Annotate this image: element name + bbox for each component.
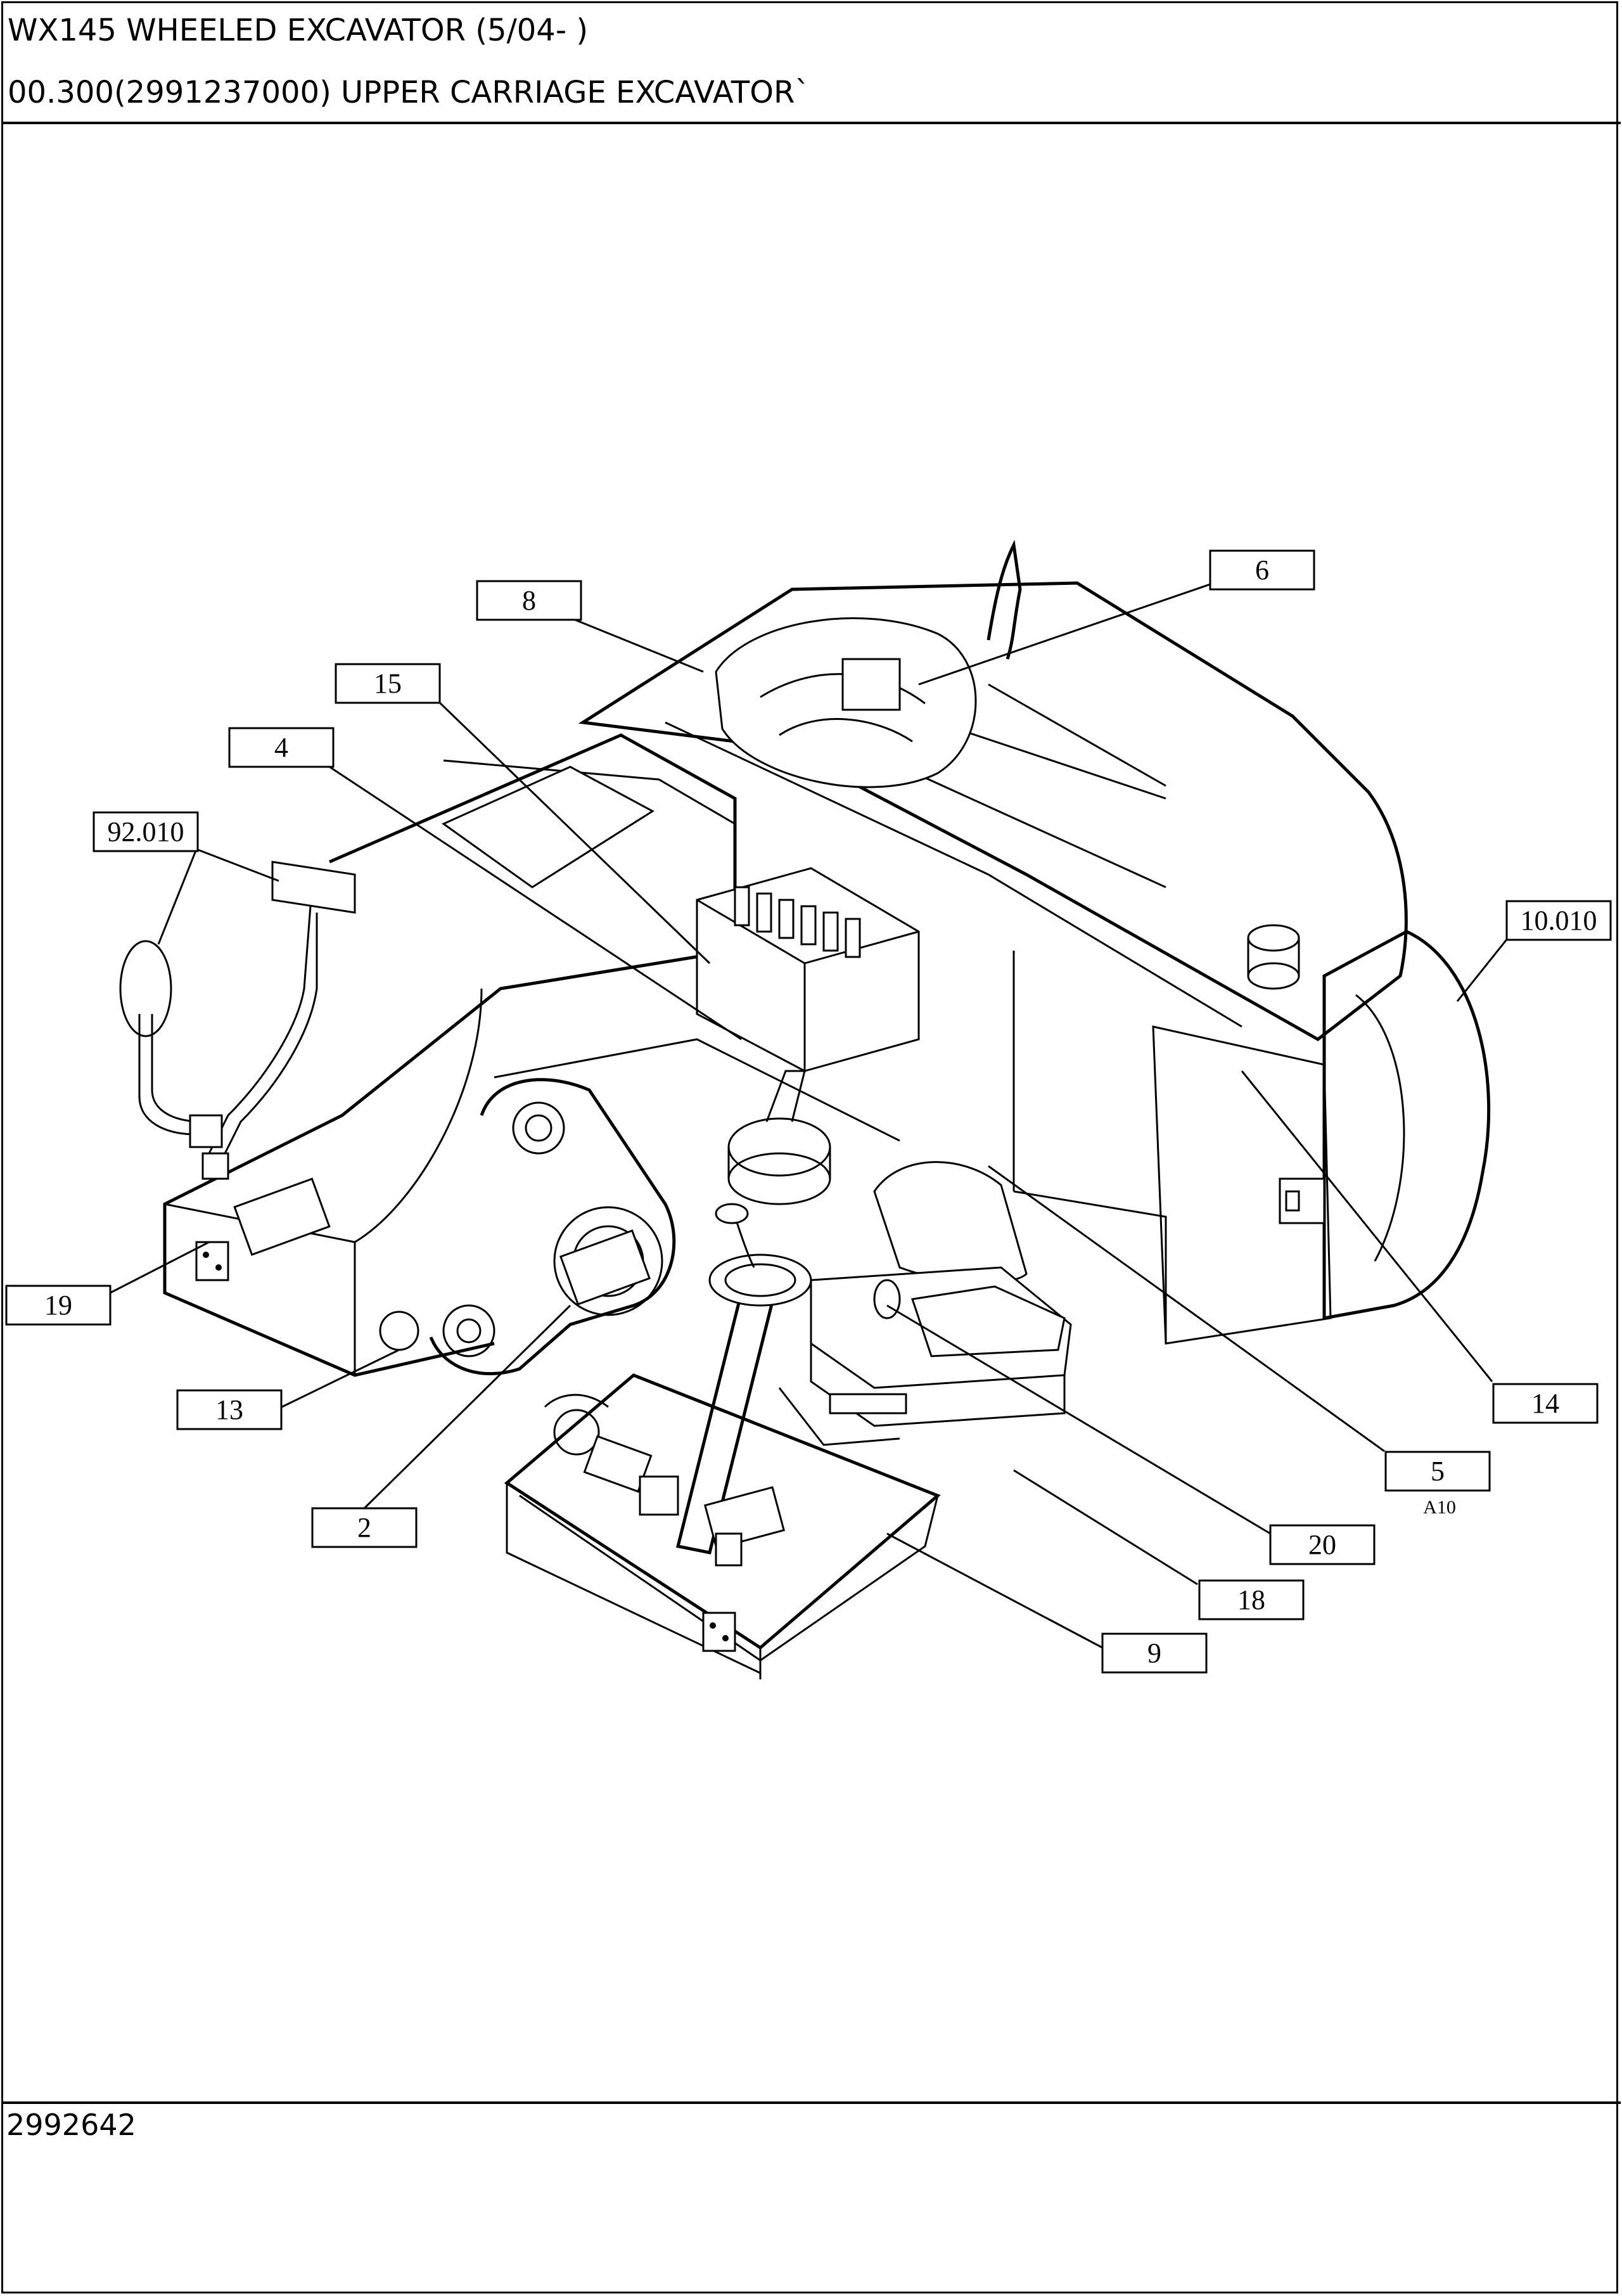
callout-14[interactable]: 14 — [1492, 1383, 1599, 1424]
callout-10-010[interactable]: 10.010 — [1505, 900, 1612, 941]
svg-text:10.010: 10.010 — [1521, 905, 1597, 936]
svg-text:2: 2 — [357, 1512, 371, 1543]
svg-text:13: 13 — [215, 1394, 243, 1425]
svg-text:20: 20 — [1308, 1529, 1336, 1560]
callout-8[interactable]: 8 — [476, 580, 582, 621]
svg-text:19: 19 — [44, 1290, 72, 1321]
svg-text:5: 5 — [1431, 1456, 1445, 1487]
machine-illustration — [119, 539, 1491, 1679]
model-title: WX145 WHEELED EXCAVATOR (5/04- ) — [8, 13, 589, 48]
callout-5[interactable]: 5 A10 — [1384, 1451, 1491, 1518]
callout-13[interactable]: 13 — [176, 1389, 283, 1430]
header-divider — [1, 122, 1621, 124]
svg-text:14: 14 — [1531, 1388, 1559, 1419]
callout-4[interactable]: 4 — [228, 727, 335, 768]
callout-6[interactable]: 6 — [1209, 549, 1315, 591]
assembly-title: 00.300(2991237000) UPPER CARRIAGE EXCAVA… — [8, 75, 810, 110]
footer-divider — [1, 2101, 1621, 2104]
svg-text:9: 9 — [1147, 1638, 1161, 1669]
callout-15[interactable]: 15 — [335, 663, 441, 704]
leader-lines — [110, 583, 1509, 1649]
drawing-number: 2992642 — [6, 2108, 136, 2142]
svg-text:15: 15 — [374, 668, 402, 699]
callout-19[interactable]: 19 — [5, 1285, 112, 1326]
svg-text:6: 6 — [1255, 555, 1269, 586]
svg-text:4: 4 — [274, 732, 288, 763]
svg-text:18: 18 — [1237, 1584, 1265, 1615]
callout-2[interactable]: 2 — [311, 1507, 418, 1548]
callout-9[interactable]: 9 — [1101, 1632, 1208, 1674]
svg-text:92.010: 92.010 — [108, 816, 184, 847]
svg-text:8: 8 — [522, 585, 536, 616]
valve-spools — [734, 886, 861, 958]
callout-92-010[interactable]: 92.010 — [93, 811, 199, 852]
callout-18[interactable]: 18 — [1198, 1579, 1305, 1620]
callout-5-sublabel: A10 — [1423, 1497, 1456, 1518]
callout-20[interactable]: 20 — [1269, 1524, 1376, 1565]
